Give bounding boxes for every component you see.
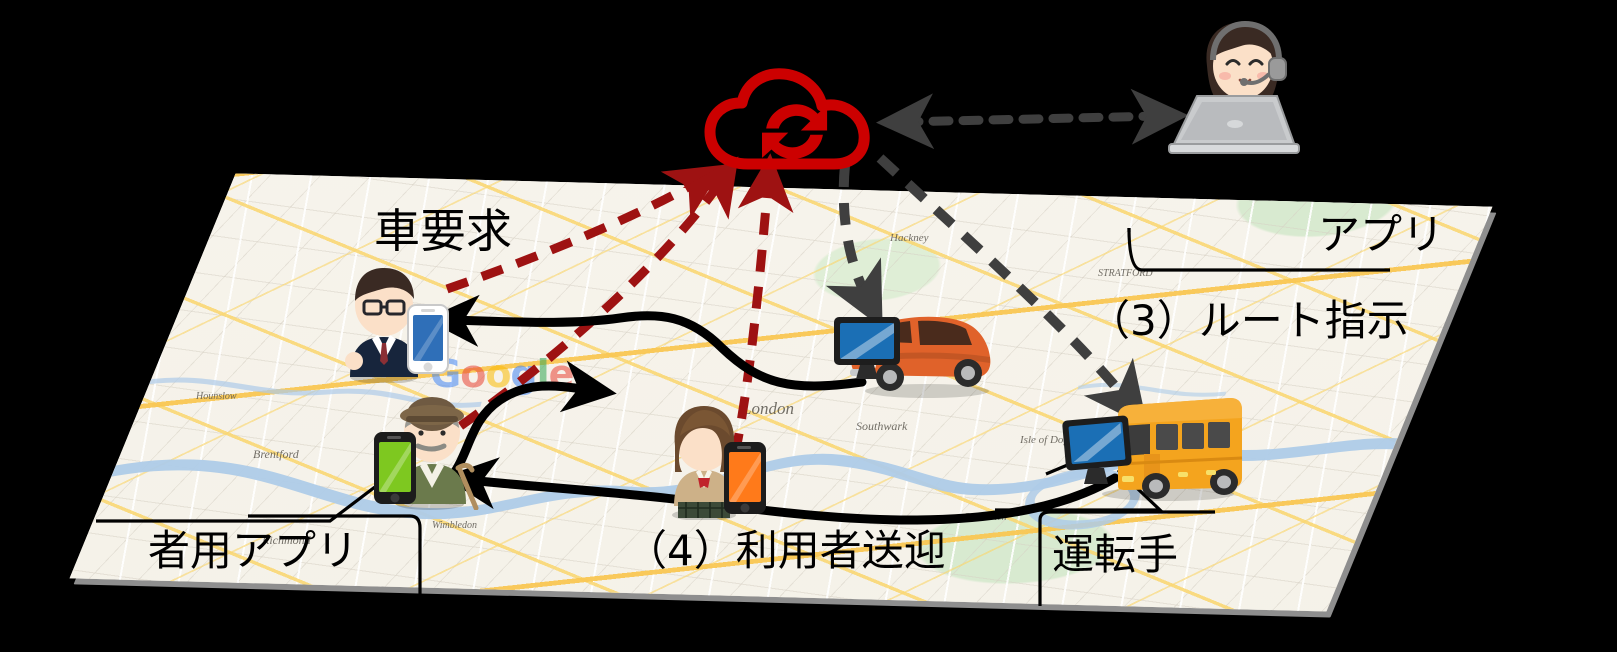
edge-pickup-elderly-to-car (447, 360, 617, 481)
edge-instruction-bus (876, 154, 1148, 428)
map-place-label: Southwark (856, 419, 908, 433)
map-place-label: Isle of Dogs (1020, 434, 1074, 446)
label-passenger-pickup: （4）利用者送迎 (625, 526, 946, 575)
map-place-label: Wimbledon (432, 520, 477, 531)
cloud-sync-icon (700, 68, 890, 178)
map-place-label: STRATFORD (1098, 268, 1153, 279)
edge-monitoring-operator (876, 88, 1189, 150)
map-place-label: Hounslow (196, 391, 237, 402)
edge-pickup-car-to-businessman (425, 294, 867, 391)
label-driver-app: 運転手 (1052, 530, 1179, 579)
bus-with-monitor-icon (1060, 392, 1248, 502)
edge-instruction-car (825, 164, 883, 329)
map-place-label: London (742, 399, 794, 418)
edge-pickup-bus-to-elderly (443, 457, 1120, 525)
label-dispatch-request: 車要求 (374, 204, 512, 258)
map-place-label: Hackney (890, 232, 929, 244)
label-top-right-app: アプリ (1318, 210, 1445, 259)
businessman-phone-icon (328, 265, 456, 384)
map-place-label: Brentford (253, 447, 299, 461)
schoolgirl-phone-icon (652, 402, 770, 521)
map-place-label: Richmond (262, 533, 311, 547)
label-user-app: 者用アプリ (148, 526, 359, 575)
callout-top-right-app (1127, 227, 1390, 272)
edge-request-elderly (427, 156, 739, 451)
car-with-monitor-icon (832, 295, 1000, 399)
elderly-phone-icon (372, 388, 498, 511)
label-route-instruction: （3）ルート指示 (1088, 296, 1409, 345)
headset-operator-icon (1155, 18, 1315, 163)
edge-request-businessman (445, 164, 725, 294)
